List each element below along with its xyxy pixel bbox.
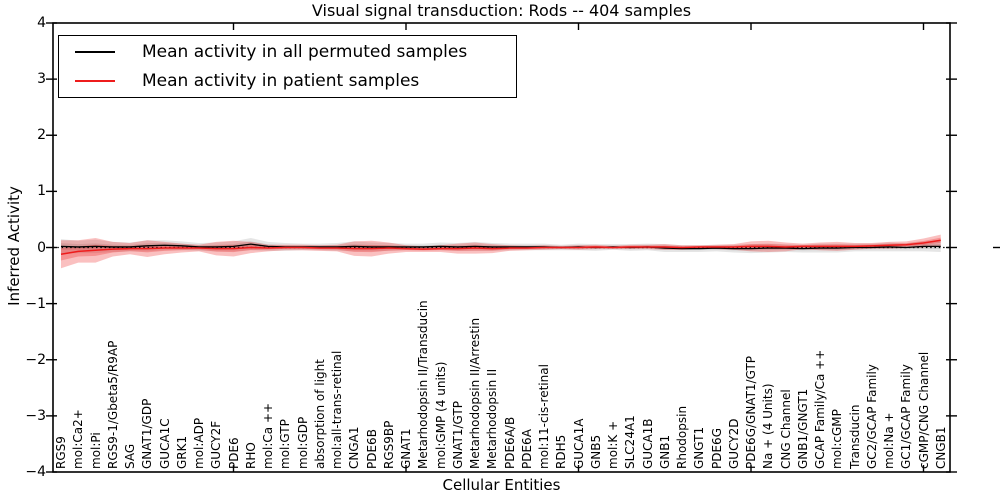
x-tick-label: mol:Ca2+ <box>71 409 86 469</box>
x-tick-label: GNB1 <box>657 434 672 469</box>
y-tick-label: 3 <box>37 71 46 88</box>
y-tick-label: 0 <box>37 239 46 256</box>
x-tick-label: Na + (4 Units) <box>761 383 776 469</box>
x-tick-label: PDE6B <box>364 429 379 469</box>
x-tick-label: mol:GMP (4 units) <box>433 361 448 469</box>
x-tick-label: GC1/GCAP Family <box>899 364 914 469</box>
x-tick-label: RGS9-1/Gbeta5/R9AP <box>105 340 120 469</box>
legend-item: Mean activity in patient samples <box>59 68 516 94</box>
x-tick-label: PDE6A <box>519 429 534 469</box>
x-tick-label: mol:cGMP <box>830 409 845 469</box>
x-tick-label: mol:K + <box>606 420 620 469</box>
x-tick-label: Metarhodopsin II/Arrestin <box>468 317 482 469</box>
x-tick-label: Transducin <box>847 404 862 469</box>
legend-line-swatch <box>75 51 115 53</box>
x-tick-label: SLC24A1 <box>623 415 638 469</box>
x-tick-label: CNGB1 <box>933 426 948 469</box>
x-tick-label: GC2/GCAP Family <box>864 364 879 469</box>
x-tick-label: CNG Channel <box>778 389 793 469</box>
x-tick-label: GNB1/GNGT1 <box>795 388 810 469</box>
x-tick-label: mol:11-cis-retinal <box>537 364 551 469</box>
x-tick-label: mol:GTP <box>278 419 293 469</box>
x-tick-label: GUCY2D <box>726 418 741 469</box>
x-tick-label: cGMP/CNG Channel <box>916 351 931 469</box>
x-tick-label: GCAP Family/Ca ++ <box>813 349 827 469</box>
permuted-band-outer <box>61 237 941 254</box>
y-tick-label: 4 <box>37 15 46 31</box>
y-tick-label: −1 <box>25 295 46 312</box>
x-tick-label: GNGT1 <box>692 426 707 469</box>
x-tick-label: RHO <box>243 442 258 469</box>
x-tick-label: GNAT1/GTP <box>450 401 465 469</box>
x-tick-label: GNB5 <box>588 434 603 469</box>
y-tick-label: −2 <box>25 351 46 368</box>
x-tick-label: RDH5 <box>554 434 569 469</box>
x-tick-label: mol:Pi <box>88 432 103 469</box>
legend-item-label: Mean activity in patient samples <box>142 71 420 91</box>
x-tick-label: GUCA1C <box>157 418 172 469</box>
legend-line-swatch <box>75 80 115 82</box>
x-tick-label: GUCA1A <box>571 418 586 469</box>
x-tick-label: RGS9BP <box>381 420 396 469</box>
x-tick-label: Rhodopsin <box>675 405 689 469</box>
x-tick-label: GNAT1 <box>399 428 413 469</box>
chart-title: Visual signal transduction: Rods -- 404 … <box>311 1 692 20</box>
x-tick-label: mol:ADP <box>192 417 206 469</box>
y-tick-label: 1 <box>37 183 46 200</box>
x-tick-label: Metarhodopsin II/Transducin <box>416 300 431 469</box>
x-tick-label: mol:Na + <box>882 412 896 469</box>
patient-mean-line <box>60 239 941 255</box>
y-tick-label: −4 <box>25 464 46 480</box>
x-tick-label: mol:all-trans-retinal <box>330 350 344 469</box>
x-tick-label: GRK1 <box>174 435 189 469</box>
x-tick-label: SAG <box>123 443 137 469</box>
x-tick-label: absorption of light <box>312 359 327 469</box>
x-tick-label: PDE6A/B <box>502 416 517 469</box>
x-tick-label: GUCY2F <box>209 420 224 469</box>
y-tick-label: 2 <box>37 127 46 144</box>
x-tick-label: CNGA1 <box>347 426 362 470</box>
legend-item: Mean activity in all permuted samples <box>59 39 516 65</box>
x-tick-label: PDE6G <box>709 428 724 469</box>
x-tick-label: PDE6 <box>226 437 241 469</box>
x-tick-label: GNAT1/GDP <box>140 398 155 469</box>
legend-item-label: Mean activity in all permuted samples <box>142 42 468 62</box>
y-tick-label: −3 <box>25 407 46 424</box>
patient-band-outer <box>61 234 941 269</box>
x-tick-label: PDE6G/GNAT1/GTP <box>744 355 758 469</box>
permuted-mean-line <box>60 243 941 250</box>
x-tick-label: mol:GDP <box>295 416 310 469</box>
x-tick-label: RGS9 <box>54 436 68 469</box>
patient-band-inner <box>61 237 941 261</box>
x-tick-label: mol:Ca ++ <box>261 402 275 469</box>
x-tick-label: Metarhodopsin II <box>485 368 500 469</box>
x-axis-label: Cellular Entities <box>442 476 561 494</box>
x-tick-label: GUCA1B <box>640 418 655 469</box>
